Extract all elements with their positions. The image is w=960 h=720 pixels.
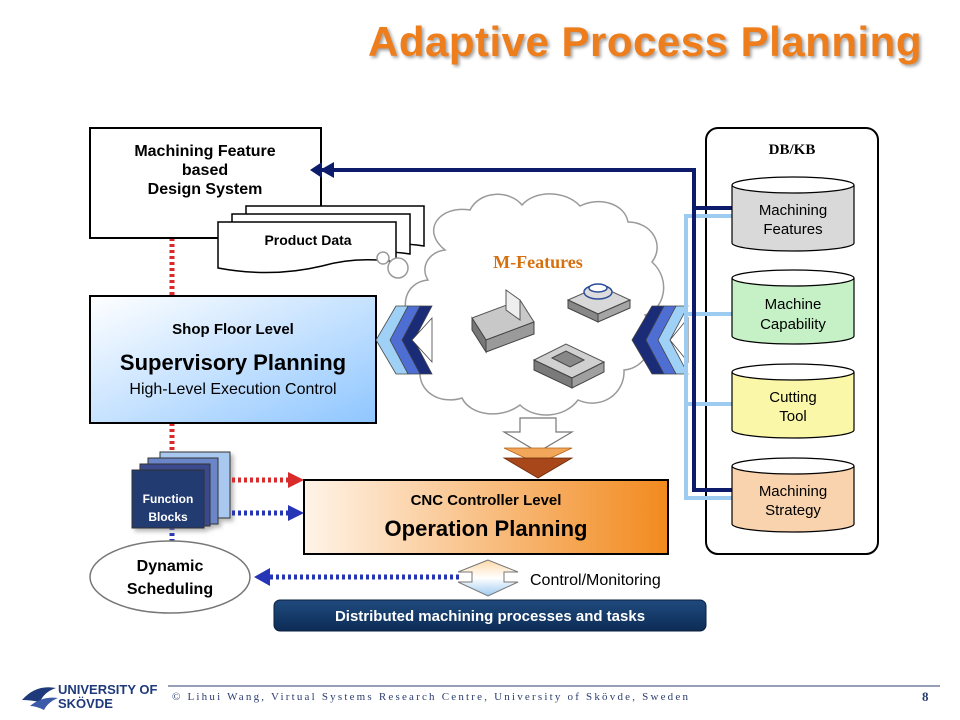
logo-line2: SKÖVDE — [58, 696, 113, 711]
red-dotted-arrow — [232, 472, 304, 488]
page-title: Adaptive Process Planning — [368, 18, 922, 65]
db-connectors — [310, 162, 732, 500]
pocket-feature-shape — [532, 343, 606, 389]
control-monitoring-label: Control/Monitoring — [530, 572, 661, 589]
function-blocks-line1: Function — [143, 492, 194, 506]
control-monitoring-arrow — [457, 559, 519, 597]
db-item-4-line1: Machining — [759, 483, 827, 500]
distributed-banner — [273, 599, 707, 632]
step-feature-shape — [471, 289, 535, 354]
db-machine-capability — [731, 269, 855, 345]
shop-floor-box — [89, 295, 377, 424]
function-blocks-line2: Blocks — [148, 510, 188, 524]
shop-floor-subtitle: High-Level Execution Control — [129, 381, 336, 398]
db-to-design-arrowhead — [320, 162, 334, 178]
logo-line1: UNIVERSITY OF — [58, 682, 158, 697]
db-item-2-line2: Capability — [760, 316, 826, 333]
distributed-banner-text: Distributed machining processes and task… — [335, 608, 645, 625]
design-system-line3: Design System — [148, 181, 263, 198]
function-blocks-stack — [131, 451, 231, 529]
db-item-1-line2: Features — [763, 221, 822, 238]
cnc-box — [303, 479, 669, 555]
db-machining-strategy — [731, 457, 855, 533]
hole-feature-shape — [566, 283, 632, 323]
design-system-line2: based — [182, 162, 228, 179]
shop-floor-title: Supervisory Planning — [120, 350, 346, 375]
dbkb-label: DB/KB — [769, 142, 816, 158]
cnc-title: Operation Planning — [385, 516, 588, 541]
db-machining-features — [731, 176, 855, 252]
db-item-3-line2: Tool — [779, 408, 807, 425]
shop-floor-level: Shop Floor Level — [172, 321, 294, 338]
design-system-line1: Machining Feature — [134, 143, 275, 160]
product-data-stack — [217, 205, 425, 274]
cnc-level: CNC Controller Level — [411, 492, 562, 509]
down-arrow-to-cnc — [501, 417, 575, 479]
footer-copyright: © Lihui Wang, Virtual Systems Research C… — [172, 691, 691, 703]
db-item-3-line1: Cutting — [769, 389, 817, 406]
university-logo-text: UNIVERSITY OF SKÖVDE — [58, 683, 157, 711]
db-item-4-line2: Strategy — [765, 502, 821, 519]
product-data-label: Product Data — [264, 232, 351, 248]
db-cutting-tool — [731, 363, 855, 439]
dynamic-scheduling-line2: Scheduling — [127, 581, 213, 598]
blue-dotted-arrow — [232, 505, 304, 521]
m-features-label: M-Features — [493, 252, 583, 272]
left-chevrons-to-shop — [375, 305, 433, 375]
dynamic-scheduling-line1: Dynamic — [137, 558, 204, 575]
dynamic-scheduling-ellipse — [89, 540, 251, 614]
db-item-1-line1: Machining — [759, 202, 827, 219]
page-number: 8 — [922, 689, 929, 704]
db-item-2-line1: Machine — [765, 296, 822, 313]
university-logo-mark — [22, 687, 58, 710]
scheduling-dotted-arrow — [254, 568, 462, 586]
